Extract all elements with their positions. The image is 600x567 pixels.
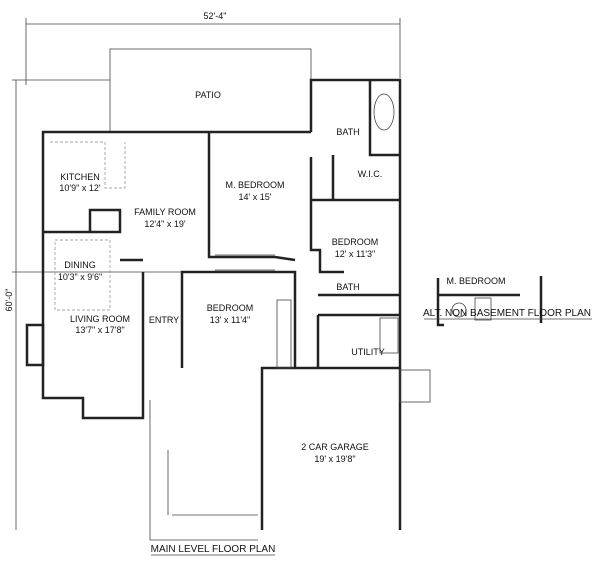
svg-text:M. BEDROOM: M. BEDROOM [225,180,284,190]
main-plan-title: MAIN LEVEL FLOOR PLAN [151,544,276,555]
walls [25,78,402,530]
width-label: 52'-4" [204,11,227,21]
room-master-bath: BATH [336,127,359,137]
svg-text:ENTRY: ENTRY [149,315,179,325]
svg-text:PATIO: PATIO [195,90,221,100]
room-family-room: FAMILY ROOM 12'4" x 19' [134,207,196,229]
width-dimension: 52'-4" [25,11,401,85]
alt-floor-plan: M. BEDROOM ALT. NON BASEMENT FLOOR PLAN [423,276,592,327]
depth-label: 60'-0" [4,289,14,312]
svg-text:BEDROOM: BEDROOM [207,303,254,313]
svg-text:BEDROOM: BEDROOM [332,237,379,247]
svg-text:14' x 15': 14' x 15' [239,192,272,202]
room-utility: UTILITY [351,347,385,357]
room-living-room: LIVING ROOM 13'7" x 17'8" [70,314,130,335]
svg-text:FAMILY ROOM: FAMILY ROOM [134,207,196,217]
room-master-bedroom: M. BEDROOM 14' x 15' [225,180,284,202]
svg-text:13'7" x 17'8": 13'7" x 17'8" [75,325,124,335]
svg-text:2 CAR GARAGE: 2 CAR GARAGE [301,442,369,452]
svg-text:BATH: BATH [336,127,359,137]
room-hall-bath: BATH [336,282,359,292]
detail-lines [50,93,431,541]
room-dining: DINING 10'3" x 9'6" [58,260,102,282]
alt-room-label: M. BEDROOM [446,276,505,286]
svg-text:12' x 11'3": 12' x 11'3" [335,249,376,259]
svg-text:19' x 19'8": 19' x 19'8" [314,454,355,464]
room-bedroom-3: BEDROOM 13' x 11'4" [207,303,254,325]
svg-text:UTILITY: UTILITY [351,347,385,357]
room-garage: 2 CAR GARAGE 19' x 19'8" [301,442,369,464]
room-entry: ENTRY [149,315,179,325]
svg-text:KITCHEN: KITCHEN [60,172,100,182]
room-kitchen: KITCHEN 10'9" x 12' [59,172,100,193]
svg-text:12'4" x 19': 12'4" x 19' [144,219,185,229]
svg-text:LIVING ROOM: LIVING ROOM [70,314,130,324]
svg-text:BATH: BATH [336,282,359,292]
svg-text:DINING: DINING [64,260,96,270]
svg-text:10'3" x 9'6": 10'3" x 9'6" [58,272,102,282]
room-patio: PATIO [195,90,221,100]
svg-text:13' x 11'4": 13' x 11'4" [210,315,251,325]
svg-text:W.I.C.: W.I.C. [358,169,383,179]
alt-plan-title: ALT. NON BASEMENT FLOOR PLAN [423,308,591,319]
svg-text:10'9" x 12': 10'9" x 12' [59,183,100,193]
room-wic: W.I.C. [358,169,383,179]
room-bedroom-2: BEDROOM 12' x 11'3" [332,237,379,259]
